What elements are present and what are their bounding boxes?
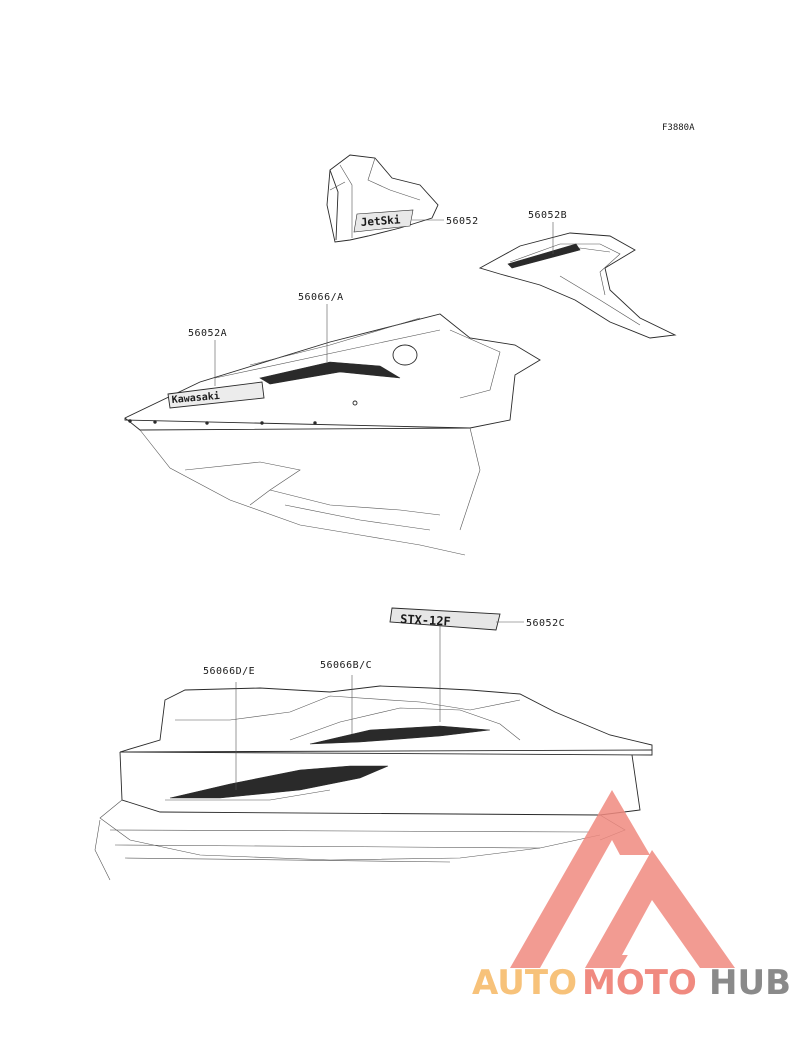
- panel-56052: JetSki: [326, 154, 439, 243]
- svg-text:AUTO: AUTO: [472, 963, 577, 1003]
- figure-code: F3880A: [662, 123, 695, 133]
- svg-text:JetSki: JetSki: [360, 213, 401, 229]
- callout-56052: 56052: [446, 216, 479, 227]
- jetski-decal: JetSki: [353, 209, 414, 233]
- svg-text:STX-12F: STX-12F: [400, 612, 451, 629]
- svg-text:MOTO: MOTO: [582, 963, 697, 1003]
- callout-56052C: 56052C: [526, 618, 565, 629]
- watermark-logo: [510, 790, 735, 968]
- callout-56052B: 56052B: [528, 210, 567, 221]
- lower-hull: [94, 685, 653, 881]
- callout-56066A: 56066/A: [298, 292, 344, 303]
- svg-text:HUB: HUB: [709, 963, 791, 1003]
- kawasaki-decal: Kawasaki: [167, 381, 265, 409]
- decal-56052C: STX-12F: [389, 607, 501, 631]
- upper-hull: Kawasaki: [124, 313, 541, 556]
- watermark-text: AUTO MOTO HUB: [472, 963, 791, 1003]
- callout-56052A: 56052A: [188, 328, 227, 339]
- callout-56066DE: 56066D/E: [203, 666, 255, 677]
- callout-56066BC: 56066B/C: [320, 660, 372, 671]
- svg-text:Kawasaki: Kawasaki: [171, 390, 220, 406]
- decal-56052B: [478, 232, 677, 339]
